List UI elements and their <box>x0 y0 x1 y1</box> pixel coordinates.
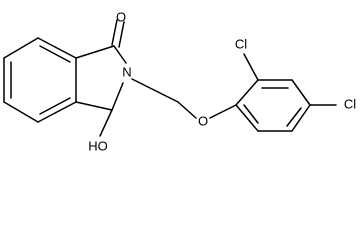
atom-label-carbonyl-oxygen: O <box>116 9 126 24</box>
bond <box>99 109 113 137</box>
bond <box>209 104 237 119</box>
bond <box>131 78 179 103</box>
bond-inner <box>39 45 71 63</box>
atom-labels: O N O HO Cl Cl <box>88 9 356 153</box>
bond <box>37 37 77 59</box>
atom-label-nitrogen: N <box>122 64 131 79</box>
bond <box>3 37 39 59</box>
bond <box>113 45 127 64</box>
bond-carbonyl <box>118 21 125 48</box>
bond <box>111 82 124 111</box>
bond <box>37 101 77 123</box>
bond-inner <box>39 97 71 115</box>
bond <box>75 101 113 111</box>
atom-label-chlorine-para: Cl <box>344 96 356 111</box>
bond <box>235 79 259 106</box>
bond <box>235 104 259 132</box>
bond <box>177 101 197 119</box>
bond <box>75 45 115 59</box>
bond-inner <box>243 104 259 124</box>
molecule-structure: O N O HO Cl Cl <box>3 9 356 153</box>
bond-inner <box>286 107 302 127</box>
bond <box>3 101 39 123</box>
atom-label-ether-oxygen: O <box>198 113 208 128</box>
bond-carbonyl <box>111 19 118 46</box>
bond <box>243 53 259 81</box>
bonds <box>3 19 337 137</box>
atom-label-chlorine-ortho: Cl <box>235 36 247 51</box>
bond <box>291 79 311 106</box>
bond <box>291 104 311 132</box>
atom-label-hydroxyl: HO <box>88 138 108 153</box>
